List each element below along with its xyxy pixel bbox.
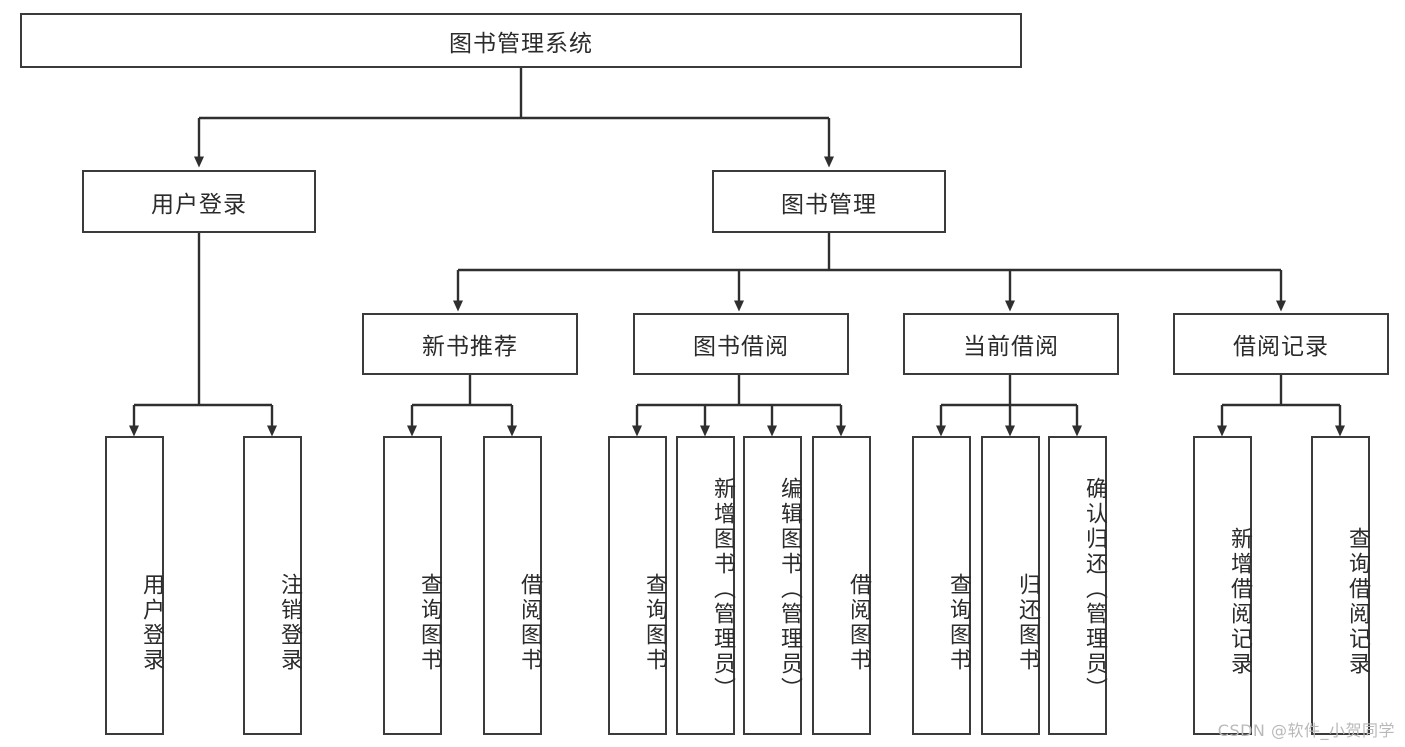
leaf-borrow-add-book-admin[interactable]: 新增图书（管理员）: [676, 436, 735, 735]
leaf-record-query-record[interactable]: 查询借阅记录: [1311, 436, 1370, 735]
leaf-borrow-edit-book-admin[interactable]: 编辑图书（管理员）: [743, 436, 802, 735]
node-current-borrow[interactable]: 当前借阅: [903, 313, 1119, 375]
leaf-recommend-borrow-book[interactable]: 借阅图书: [483, 436, 542, 735]
leaf-user-login-logout[interactable]: 注销登录: [243, 436, 302, 735]
leaf-current-confirm-return-admin[interactable]: 确认归还（管理员）: [1048, 436, 1107, 735]
node-user-login[interactable]: 用户登录: [82, 170, 316, 233]
watermark-text: CSDN @软件_小贺同学: [1217, 721, 1395, 740]
node-book-borrow[interactable]: 图书借阅: [633, 313, 849, 375]
node-borrow-record[interactable]: 借阅记录: [1173, 313, 1389, 375]
node-root-system[interactable]: 图书管理系统: [20, 13, 1022, 68]
node-new-book-recommend[interactable]: 新书推荐: [362, 313, 578, 375]
leaf-current-query-book[interactable]: 查询图书: [912, 436, 971, 735]
leaf-user-login-login[interactable]: 用户登录: [105, 436, 164, 735]
leaf-borrow-borrow-book[interactable]: 借阅图书: [812, 436, 871, 735]
leaf-record-add-record[interactable]: 新增借阅记录: [1193, 436, 1252, 735]
node-book-management[interactable]: 图书管理: [712, 170, 946, 233]
leaf-borrow-query-book[interactable]: 查询图书: [608, 436, 667, 735]
leaf-current-return-book[interactable]: 归还图书: [981, 436, 1040, 735]
leaf-recommend-query-book[interactable]: 查询图书: [383, 436, 442, 735]
